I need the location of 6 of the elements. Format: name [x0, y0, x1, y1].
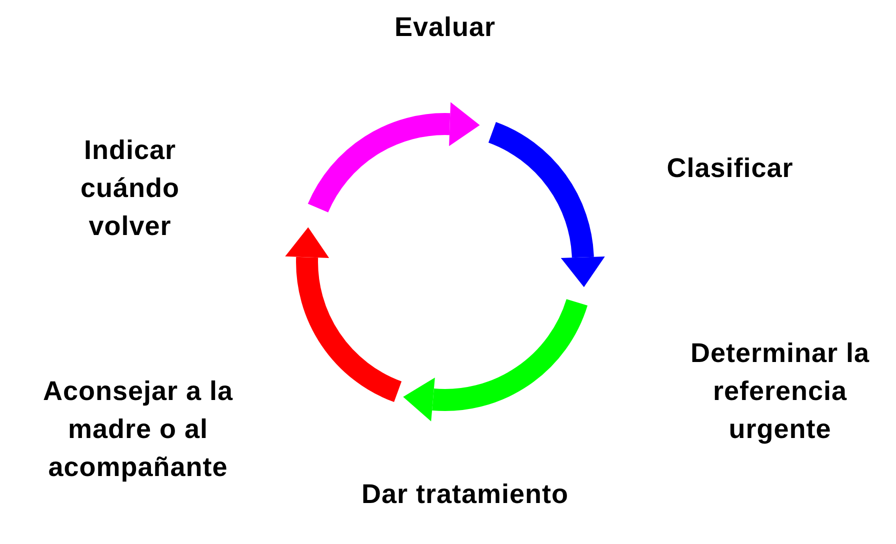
step-label: Indicar cuándo volver — [50, 131, 210, 245]
step-label: Dar tratamiento — [345, 475, 585, 513]
step-label: Clasificar — [630, 149, 830, 187]
step-label: Evaluar — [345, 8, 545, 46]
step-label: Aconsejar a la madre o al acompañante — [0, 372, 278, 486]
step-label: Determinar la referencia urgente — [672, 334, 888, 448]
